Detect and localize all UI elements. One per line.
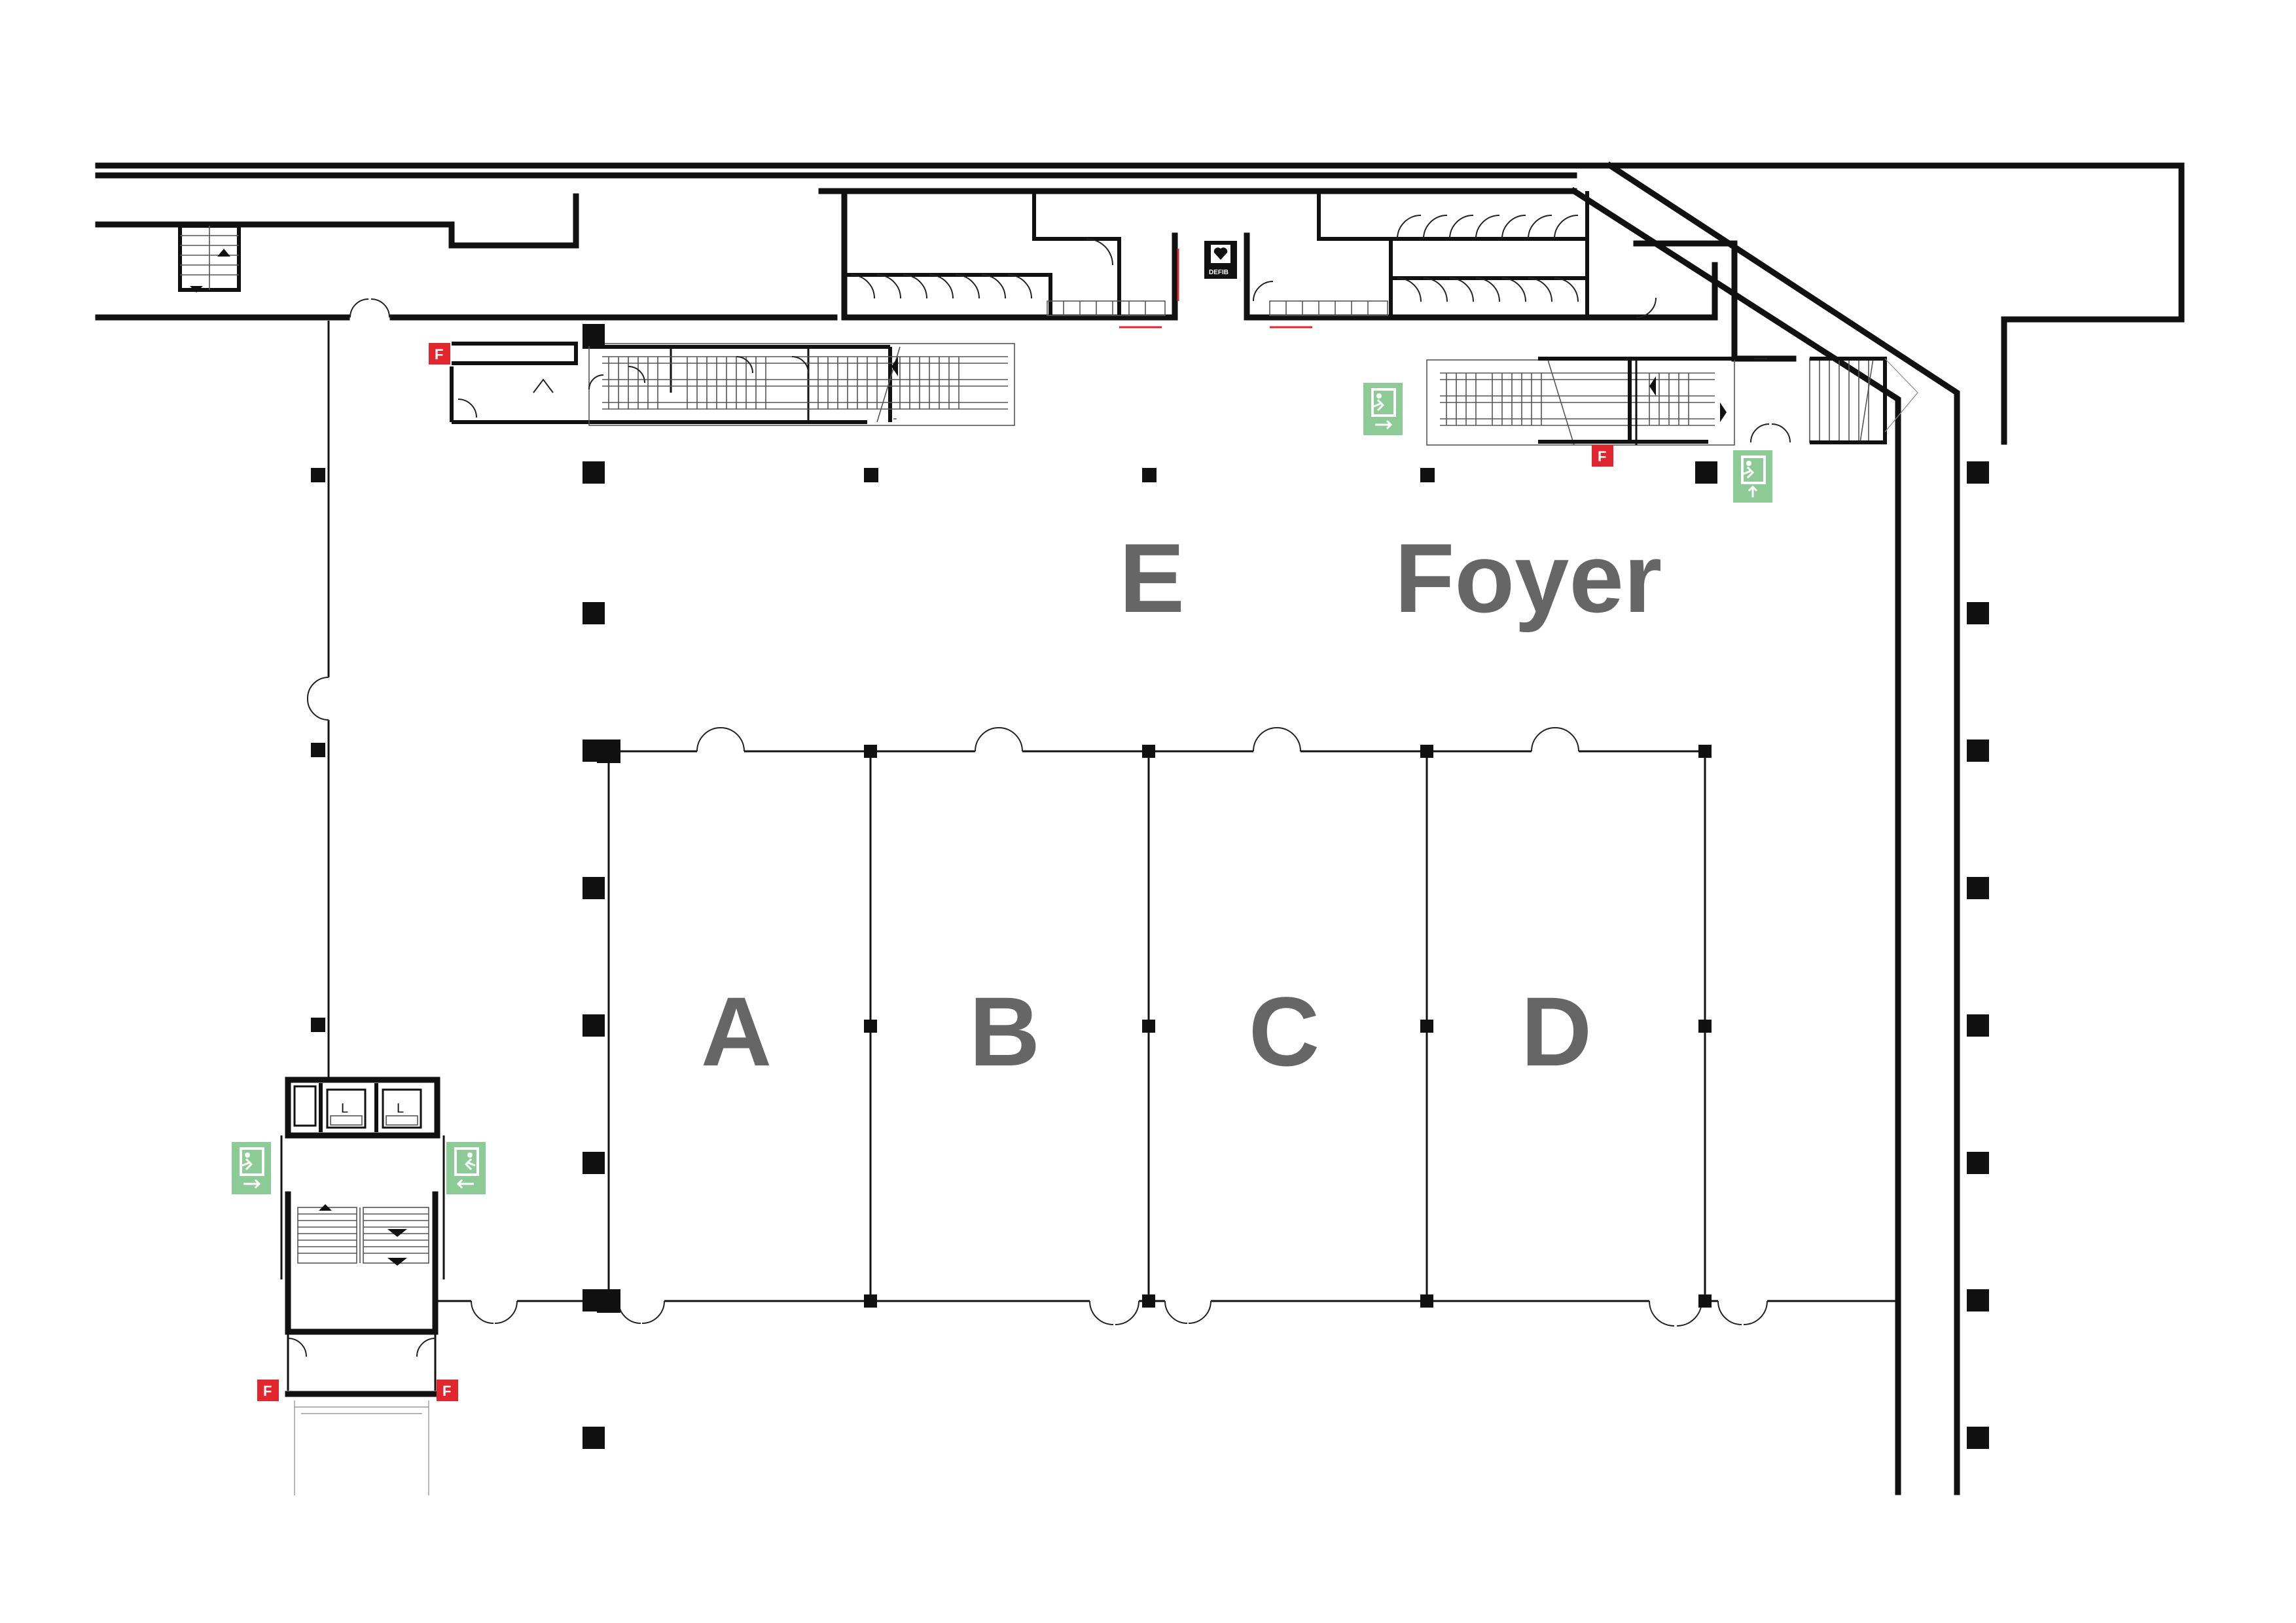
- defib-label: DEFIB: [1209, 269, 1229, 276]
- room-label-a: A: [701, 976, 772, 1086]
- escalators-east: [1426, 357, 1918, 446]
- escalators-west: [450, 342, 1015, 426]
- washrooms-west: [844, 191, 1179, 329]
- emergency-exit-icon: [1733, 450, 1772, 503]
- room-label-foyer: Foyer: [1395, 523, 1662, 633]
- washrooms-east: [1245, 191, 1657, 329]
- room-label-b: B: [969, 976, 1040, 1086]
- lift-label-1: L: [341, 1101, 348, 1116]
- meeting-rooms: [435, 727, 1898, 1327]
- room-label-c: C: [1249, 976, 1319, 1086]
- fire-extinguisher-icon: F: [1592, 445, 1613, 467]
- fire-extinguisher-icon: F: [437, 1380, 458, 1401]
- fire-label-1: F: [435, 346, 443, 363]
- door-northwest: [350, 298, 390, 318]
- fire-label-3: F: [263, 1383, 272, 1399]
- defibrillator-icon: DEFIB: [1204, 241, 1237, 279]
- west-corridor: [306, 321, 330, 1080]
- stair-northwest: [178, 224, 241, 293]
- fire-label-2: F: [1598, 448, 1606, 465]
- fire-extinguisher-icon: F: [257, 1380, 279, 1401]
- room-label-d: D: [1521, 976, 1592, 1086]
- emergency-exit-icon: [1363, 383, 1403, 435]
- fire-extinguisher-icon: F: [429, 343, 450, 365]
- lift-icon: L: [382, 1088, 422, 1129]
- room-label-e: E: [1119, 523, 1185, 633]
- emergency-exit-icon: [446, 1142, 486, 1194]
- columns: [311, 324, 1989, 1449]
- lift-label-2: L: [397, 1101, 404, 1116]
- fire-label-4: F: [442, 1383, 451, 1399]
- emergency-exit-icon: [232, 1142, 271, 1194]
- southwest-core: [280, 1077, 445, 1495]
- lift-icon: L: [326, 1088, 367, 1129]
